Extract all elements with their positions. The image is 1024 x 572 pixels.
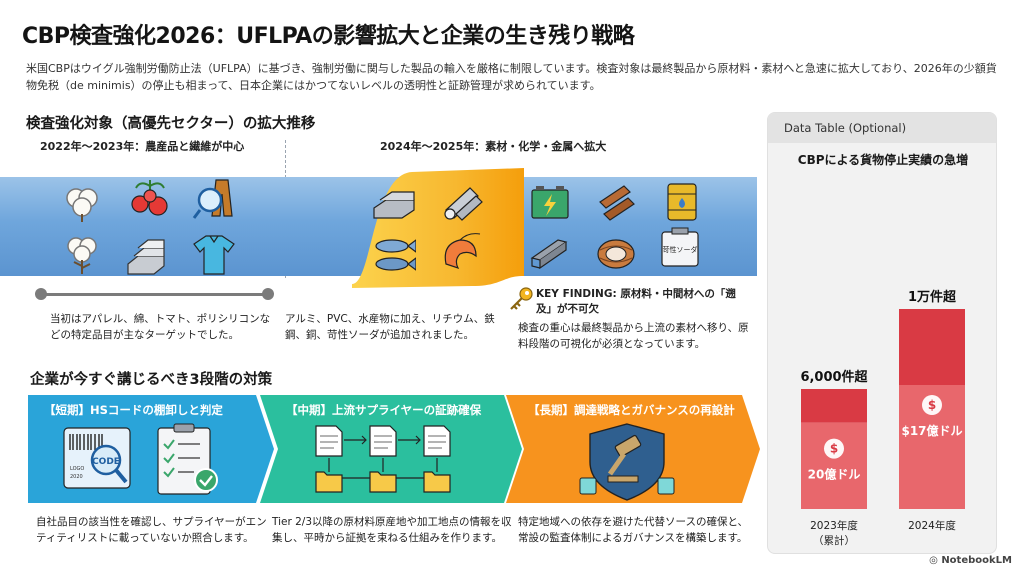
code-label: CODE — [92, 457, 120, 467]
gavel-shield-icon — [579, 423, 675, 501]
drum-icon — [667, 183, 697, 221]
x-tick-label-0: 2023年度 — [810, 519, 858, 532]
bar-top-1 — [899, 309, 965, 385]
polysilicon-ingot-icon — [127, 239, 165, 275]
bar-count-label-1: 1万件超 — [908, 289, 957, 305]
notebooklm-brand: ◎ NotebookLM — [929, 555, 1012, 566]
apparel-inspect-icon — [192, 179, 233, 219]
expansion-section-title: 検査強化対象（高優先セクター）の拡大推移 — [26, 116, 316, 132]
bar-amount-label-1: $17億ドル — [901, 423, 962, 438]
copper-coil-icon — [597, 239, 635, 269]
data-table-header: Data Table (Optional) — [768, 113, 996, 143]
battery-icon — [531, 186, 569, 219]
cotton-plant-icon — [67, 237, 97, 274]
document-chain-icon — [315, 425, 451, 493]
period1-desc: 当初はアパレル、綿、トマト、ポリシリコンなどの特定品目が主なターゲットでした。 — [50, 313, 271, 341]
data-table-panel: Data Table (Optional) CBPによる貨物停止実績の急増 6,… — [767, 112, 997, 554]
bar-count-label-0: 6,000件超 — [800, 369, 868, 385]
timeline-track — [40, 293, 268, 296]
period2-desc: アルミ、PVC、水産物に加え、リチウム、鉄鋼、銅、苛性ソーダが追加されました。 — [285, 313, 495, 341]
shirt-icon — [193, 235, 235, 275]
key-icon — [510, 287, 533, 310]
step-long-term-label: 【長期】調達戦略とガバナンスの再設計 — [528, 403, 735, 417]
x-tick-label-1: 2024年度 — [908, 519, 956, 532]
dollar-coin-icon-0 — [824, 438, 844, 459]
aluminum-ingot-icon — [373, 191, 415, 219]
fish-icon — [375, 239, 416, 271]
cotton-icon — [66, 188, 98, 222]
pvc-pipes-icon — [444, 187, 483, 221]
copper-pipes-icon — [599, 185, 635, 221]
container-label: 苛性ソーダ — [663, 245, 698, 254]
code-sub-year: 2020 — [70, 474, 83, 480]
bar-bottom-0 — [801, 422, 867, 509]
bar-chart: 6,000件超 $20億ドル 2023年度 （累計） 1万件超 $ $17億ドル 2024年度 — [800, 289, 965, 547]
dollar-sign-0: $ — [830, 442, 838, 456]
key-finding-title: KEY FINDING: 原材料・中間材への「遡及」が不可欠 — [536, 288, 736, 315]
timeline-start-dot — [35, 288, 47, 300]
key-finding-desc: 検査の重心は最終製品から上流の素材へ移り、原料段階の可視化が必須となっています。 — [518, 322, 749, 350]
code-scan-clipboard-icon: CODE LOGO 2020 — [63, 423, 218, 495]
dollar-sign-1: $ — [928, 398, 936, 412]
chart-title: CBPによる貨物停止実績の急増 — [797, 153, 969, 167]
steps-section-title: 企業が今すぐ講じるべき3段階の対策 — [30, 372, 273, 388]
brand-label: NotebookLM — [941, 555, 1012, 566]
dollar-coin-icon-1 — [922, 395, 942, 415]
intro-paragraph: 米国CBPはウイグル強制労働防止法（UFLPA）に基づき、強制労働に関与した製品… — [26, 62, 997, 92]
tomato-icon — [131, 180, 168, 216]
period2-label: 2024年〜2025年：素材・化学・金属へ拡大 — [380, 140, 607, 153]
step-mid-term-label: 【中期】上流サプライヤーの証跡確保 — [286, 403, 482, 417]
period1-label: 2022年〜2023年：農産品と繊維が中心 — [40, 140, 245, 153]
step-long-term-desc: 特定地域への依存を避けた代替ソースの確保と、常設の監査体制によるガバナンスを構築… — [518, 516, 749, 544]
notebooklm-logo-icon: ◎ — [929, 555, 942, 566]
caustic-soda-container-icon: 苛性ソーダ — [661, 227, 699, 267]
shrimp-icon — [444, 233, 481, 270]
step-short-term-label: 【短期】HSコードの棚卸しと判定 — [44, 403, 223, 417]
code-sub-logo: LOGO — [70, 466, 84, 472]
step-short-term-desc: 自社品目の該当性を確認し、サプライヤーがエンティティリストに載っていないか照合し… — [36, 516, 267, 544]
timeline-end-dot — [262, 288, 274, 300]
step-mid-term-desc: Tier 2/3以降の原材料原産地や加工地点の情報を収集し、平時から証拠を束ねる… — [272, 516, 512, 544]
bar-amount-label-0: 20億ドル — [808, 467, 861, 482]
steel-beam-icon — [530, 239, 568, 270]
x-tick-sublabel-0: （累計） — [813, 534, 855, 547]
bar-top-0 — [801, 389, 867, 423]
page-title: CBP検査強化2026：UFLPAの影響拡大と企業の生き残り戦略 — [22, 24, 635, 49]
